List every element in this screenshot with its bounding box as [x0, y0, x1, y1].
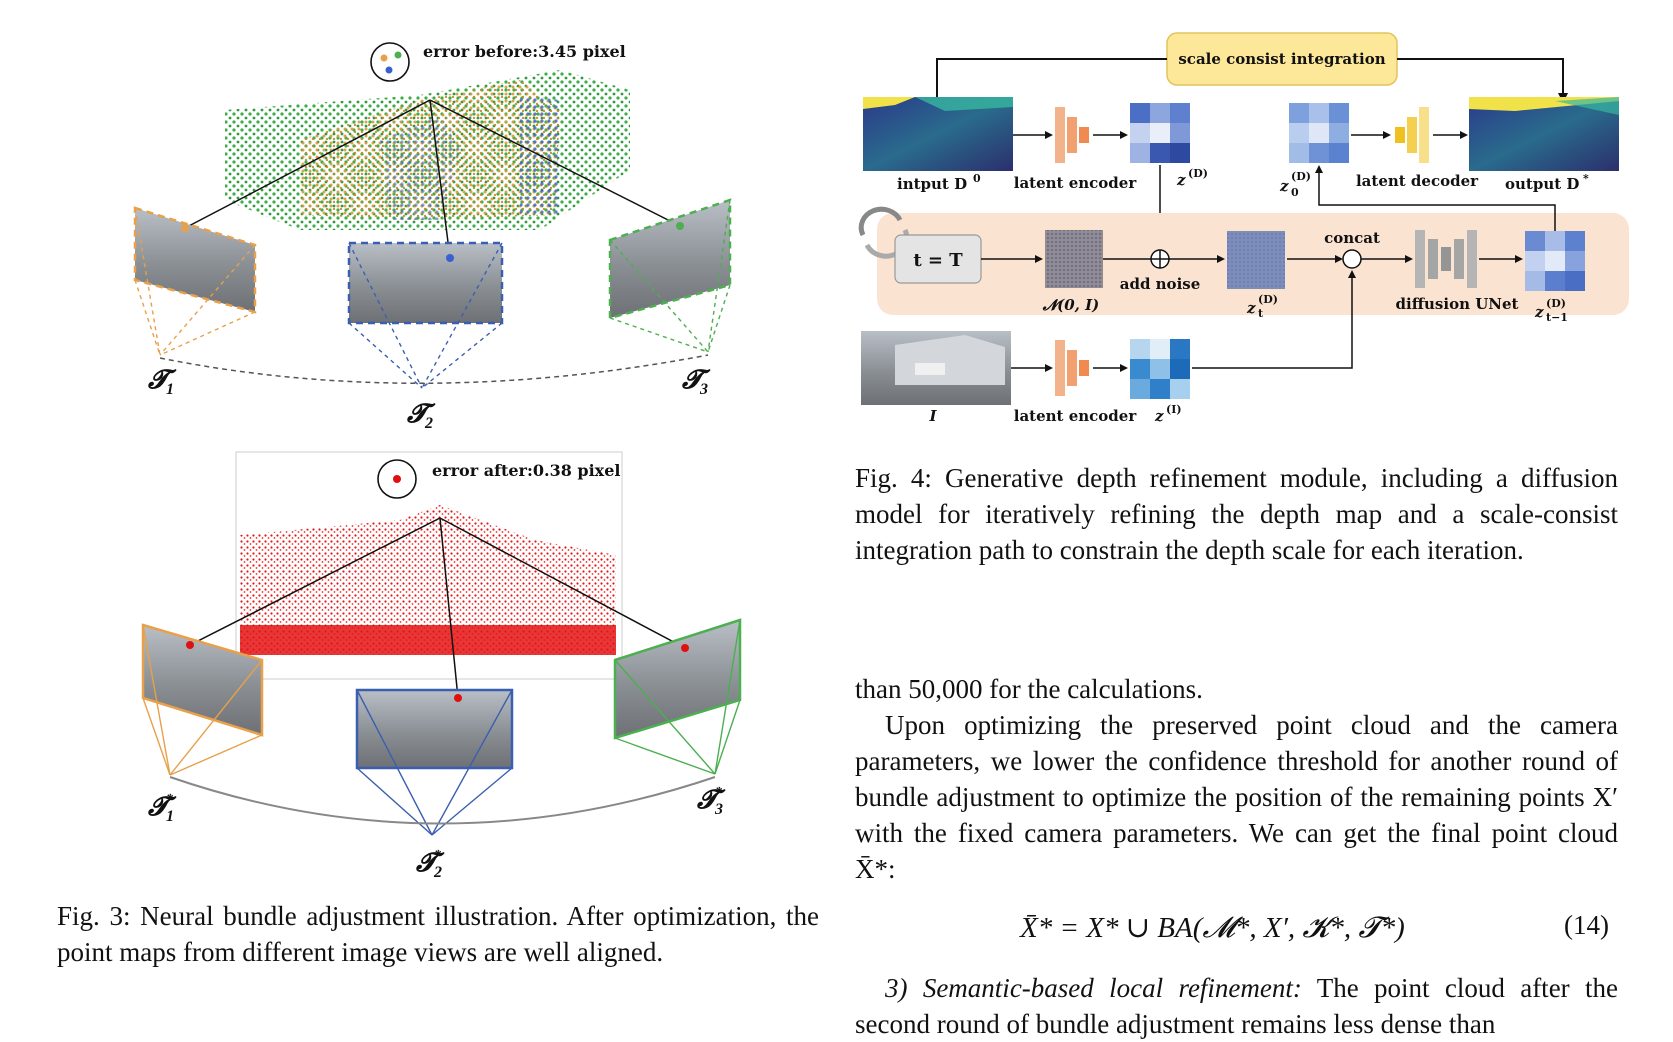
svg-text:*: * — [166, 792, 174, 807]
equation-14: X̄* = X* ∪ BA(𝓜*, X′, 𝓚*, 𝓣*) — [1020, 912, 1405, 944]
section-title: 3) Semantic-based local refinement: — [885, 973, 1302, 1003]
svg-text:z: z — [1279, 177, 1289, 195]
svg-text:(D): (D) — [1291, 170, 1311, 183]
concat-operator — [1342, 249, 1362, 269]
camera-frame-3-before — [608, 198, 732, 353]
fig3-illustration: error before:3.45 pixel — [133, 42, 742, 881]
error-circle-before — [370, 42, 410, 82]
text-line-1: than 50,000 for the calculations. — [855, 674, 1203, 704]
input-depth-label: intput D — [897, 175, 967, 193]
svg-text:z: z — [1534, 303, 1544, 321]
output-depth-image — [1469, 97, 1619, 171]
svg-text:*: * — [1583, 172, 1589, 185]
svg-text:t = T: t = T — [913, 250, 963, 271]
svg-text:3: 3 — [714, 801, 723, 818]
latent-zd-grid — [1130, 103, 1190, 163]
svg-text:3: 3 — [699, 381, 708, 398]
svg-text:latent encoder: latent encoder — [1014, 174, 1138, 192]
svg-text:0: 0 — [973, 172, 981, 185]
svg-text:z: z — [1154, 407, 1164, 425]
camera-frame-1-before — [133, 206, 257, 356]
camera-frame-3-after — [613, 618, 742, 775]
svg-text:latent decoder: latent decoder — [1356, 172, 1479, 190]
camera-frame-2-before — [347, 241, 504, 389]
input-rgb-image — [861, 331, 1011, 405]
svg-text:add noise: add noise — [1120, 275, 1201, 293]
svg-text:t−1: t−1 — [1546, 311, 1568, 324]
latent-decoder — [1395, 107, 1429, 163]
svg-text:z: z — [1246, 299, 1256, 317]
camera-frame-1-after — [141, 623, 264, 776]
add-noise-operator — [1150, 249, 1170, 269]
svg-text:concat: concat — [1324, 229, 1380, 247]
svg-text:(I): (I) — [1166, 403, 1182, 416]
fig4-diagram: scale consist integration intput D 0 lat… — [858, 32, 1629, 425]
svg-text:2: 2 — [433, 864, 442, 881]
output-depth-label: output D — [1505, 175, 1579, 193]
latent-zt-grid — [1227, 231, 1285, 289]
latent-zi-grid — [1130, 339, 1190, 399]
point-cloud-after — [240, 505, 616, 655]
svg-text:1: 1 — [166, 808, 174, 825]
svg-text:(D): (D) — [1188, 167, 1208, 180]
fig3-caption: Fig. 3: Neural bundle adjustment illustr… — [57, 901, 819, 967]
svg-text:I: I — [928, 407, 937, 425]
camera-frame-2-after — [355, 688, 514, 836]
svg-text:0: 0 — [1291, 186, 1299, 199]
fig4-caption: Fig. 4: Generative depth refinement modu… — [855, 463, 1618, 565]
latent-zt-minus-1-grid — [1525, 231, 1585, 291]
diffusion-unet — [1415, 230, 1477, 288]
svg-text:*: * — [715, 785, 723, 800]
section-semantic-refinement: 3) Semantic-based local refinement: The … — [855, 970, 1618, 1042]
svg-text:latent encoder: latent encoder — [1014, 407, 1138, 425]
svg-text:(D): (D) — [1258, 293, 1278, 306]
svg-text:2: 2 — [424, 415, 433, 432]
error-after-label: error after:0.38 pixel — [432, 461, 620, 480]
svg-text:1: 1 — [166, 381, 174, 398]
svg-text:𝓝(0, 𝑰): 𝓝(0, 𝑰) — [1042, 296, 1099, 314]
svg-text:z: z — [1176, 171, 1186, 189]
equation-number: (14) — [1564, 910, 1609, 940]
scale-consist-label: scale consist integration — [1178, 50, 1385, 68]
gaussian-noise-image — [1045, 230, 1103, 288]
paragraph-bundle-adjustment: Upon optimizing the preserved point clou… — [855, 710, 1618, 884]
svg-text:*: * — [434, 848, 442, 863]
error-before-label: error before:3.45 pixel — [423, 42, 626, 61]
svg-text:t: t — [1258, 307, 1264, 320]
input-depth-image — [863, 97, 1013, 171]
latent-z0-grid — [1289, 103, 1349, 163]
point-cloud-before — [225, 70, 630, 230]
svg-text:diffusion UNet: diffusion UNet — [1396, 295, 1519, 313]
latent-encoder-2 — [1055, 340, 1089, 396]
latent-encoder-1 — [1055, 107, 1089, 163]
svg-text:(D): (D) — [1546, 297, 1566, 310]
